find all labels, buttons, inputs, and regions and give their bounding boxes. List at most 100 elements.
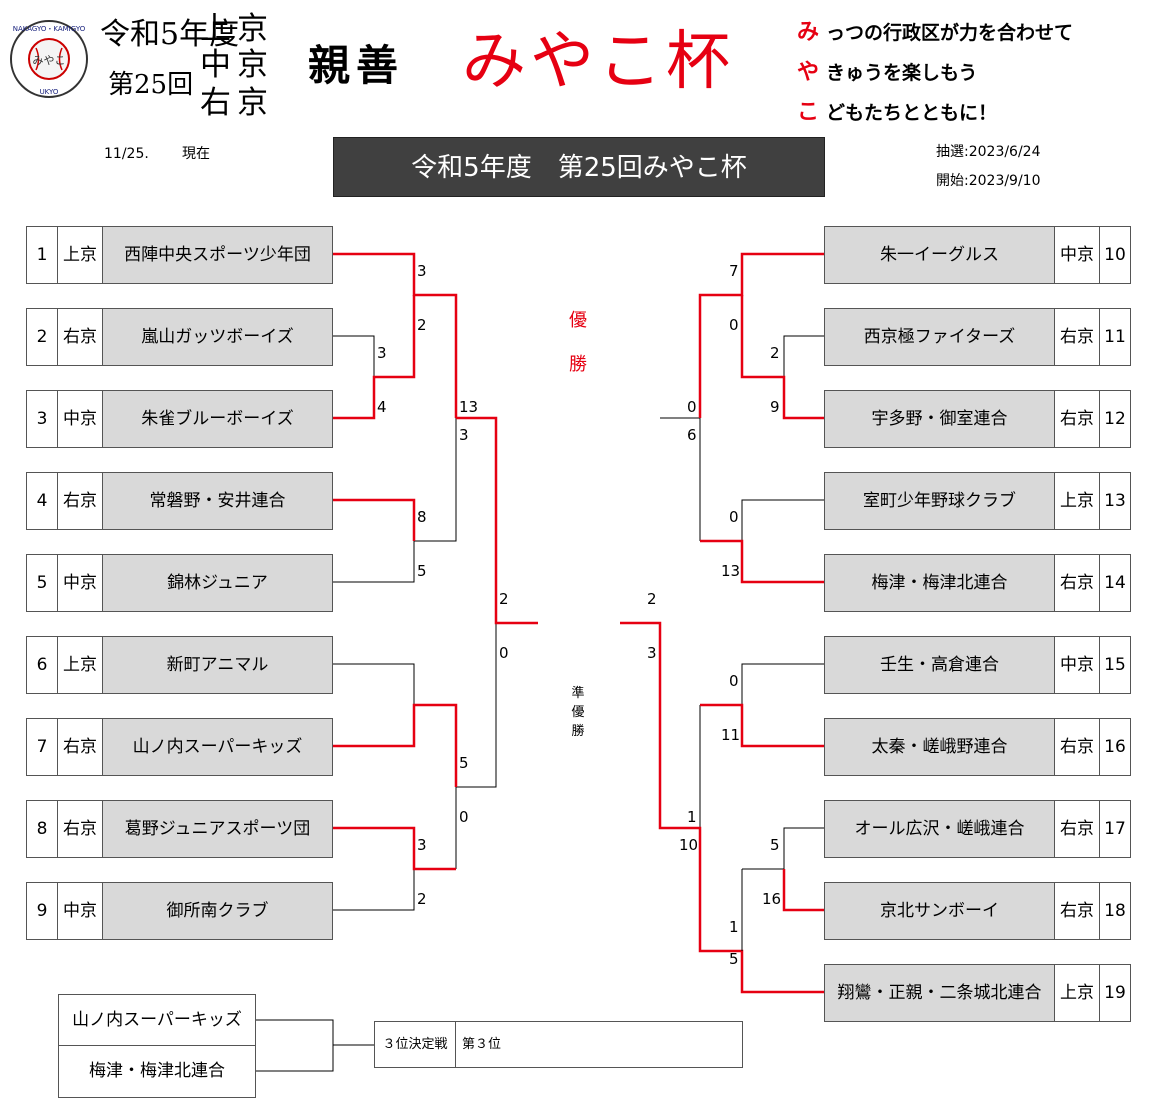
champion-label-1: 優: [569, 310, 587, 331]
score: 0: [499, 644, 509, 662]
score: 3: [377, 344, 387, 362]
score: 13: [459, 398, 479, 416]
start-date: 開始:2023/9/10: [936, 173, 1041, 189]
edition-label: 第25回: [108, 70, 194, 100]
score: 2: [647, 590, 657, 608]
runner-up-label-1: 準: [571, 686, 585, 701]
slogan-line-3: こどもたちとともに！: [796, 100, 998, 125]
score: 3: [417, 262, 427, 280]
score: 2: [417, 890, 427, 908]
score: 0: [729, 316, 739, 334]
score: 13: [721, 562, 741, 580]
score: 1: [687, 808, 697, 826]
ward-ukyo: 右京: [200, 85, 274, 121]
runner-up-label-3: 勝: [571, 724, 585, 739]
ward-nakagyo: 中京: [200, 47, 274, 83]
team-name: 常磐野・安井連合: [103, 473, 332, 529]
score: 6: [687, 426, 697, 444]
score: 8: [417, 508, 427, 526]
team-name: 嵐山ガッツボーイズ: [103, 309, 332, 365]
team-name: 翔鸞・正親・二条城北連合: [825, 965, 1054, 1021]
score: 3: [417, 836, 427, 854]
season-label: 令和5年度: [100, 17, 240, 52]
team-name: 朱雀ブルーボーイズ: [103, 391, 332, 447]
team-name: 西京極ファイターズ: [825, 309, 1054, 365]
team-name: 御所南クラブ: [103, 883, 332, 939]
score: 0: [729, 508, 739, 526]
league-logo: みやこ NAKAGYO・KAMIGYO UKYO: [8, 18, 90, 100]
cup-name: みやこ杯: [462, 25, 734, 99]
ward-kamigyo: 上京: [200, 11, 274, 47]
score: 3: [647, 644, 657, 662]
score: 2: [770, 344, 780, 362]
score: 5: [729, 950, 739, 968]
third-place-team-2: 梅津・梅津北連合: [58, 1045, 256, 1098]
team-name: 錦林ジュニア: [103, 555, 332, 611]
score: 5: [459, 754, 469, 772]
shinzen-label: 親善: [308, 41, 405, 90]
team-name: 葛野ジュニアスポーツ団: [103, 801, 332, 857]
score: 0: [459, 808, 469, 826]
team-name: 宇多野・御室連合: [825, 391, 1054, 447]
third-place-match-label: ３位決定戦: [375, 1022, 456, 1067]
runner-up-label-2: 優: [571, 705, 585, 720]
team-name: 京北サンボーイ: [825, 883, 1054, 939]
score: 16: [762, 890, 782, 908]
third-place-label: 第３位: [462, 1037, 502, 1052]
svg-text:NAKAGYO・KAMIGYO: NAKAGYO・KAMIGYO: [13, 25, 86, 33]
score: 0: [687, 398, 697, 416]
score: 9: [770, 398, 780, 416]
team-name: 梅津・梅津北連合: [825, 555, 1054, 611]
score: 2: [499, 590, 509, 608]
team-name: 西陣中央スポーツ少年団: [103, 227, 332, 283]
svg-text:UKYO: UKYO: [40, 88, 59, 96]
score: 4: [377, 398, 387, 416]
team-name: 朱一イーグルス: [825, 227, 1054, 283]
team-name: 山ノ内スーパーキッズ: [103, 719, 332, 775]
third-place-result: ３位決定戦 第３位: [374, 1021, 743, 1068]
slogan-line-2: やきゅうを楽しもう: [796, 60, 978, 85]
score: 5: [417, 562, 427, 580]
status-date: 11/25.: [104, 146, 149, 162]
slogan-line-1: みっつの行政区が力を合わせて: [796, 20, 1074, 45]
title-bar: 令和5年度 第25回みやこ杯: [333, 137, 825, 197]
team-name: 壬生・高倉連合: [825, 637, 1054, 693]
score: 10: [679, 836, 699, 854]
score: 11: [721, 726, 741, 744]
team-name: 新町アニマル: [103, 637, 332, 693]
score: 2: [417, 316, 427, 334]
score: 5: [770, 836, 780, 854]
team-name: オール広沢・嵯峨連合: [825, 801, 1054, 857]
team-name: 太秦・嵯峨野連合: [825, 719, 1054, 775]
team-name: 室町少年野球クラブ: [825, 473, 1054, 529]
third-place-team-1: 山ノ内スーパーキッズ: [58, 994, 256, 1047]
status-label: 現在: [182, 146, 210, 162]
score: 3: [459, 426, 469, 444]
svg-text:みやこ: みやこ: [33, 54, 66, 67]
champion-label-2: 勝: [569, 354, 587, 375]
score: 7: [729, 262, 739, 280]
draw-date: 抽選:2023/6/24: [936, 144, 1041, 160]
score: 1: [729, 918, 739, 936]
score: 0: [729, 672, 739, 690]
